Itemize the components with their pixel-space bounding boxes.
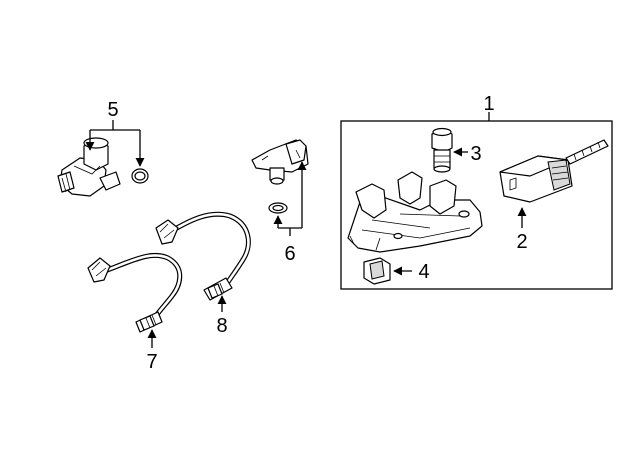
callout-2: 2 <box>516 231 527 253</box>
callout-8: 8 <box>216 315 227 337</box>
callout-1: 1 <box>483 93 494 115</box>
vent-filter <box>499 139 609 203</box>
callout-6-leader <box>273 161 307 236</box>
purge-valve <box>57 137 121 197</box>
oxygen-sensor-8 <box>155 211 251 301</box>
callout-5: 5 <box>107 99 118 121</box>
oxygen-sensor-7 <box>87 252 183 333</box>
canister-bracket <box>347 171 483 253</box>
vent-valve-solenoid <box>431 127 453 173</box>
callout-3: 3 <box>470 143 481 165</box>
o-ring-5 <box>131 168 149 184</box>
map-sensor <box>251 139 309 185</box>
callout-4: 4 <box>418 261 429 283</box>
bracket-clip <box>363 257 391 285</box>
callout-6: 6 <box>284 243 295 265</box>
seal-6 <box>268 202 288 214</box>
assembly-box <box>340 120 613 290</box>
callout-7: 7 <box>146 351 157 373</box>
callout-5-leader <box>85 120 145 167</box>
